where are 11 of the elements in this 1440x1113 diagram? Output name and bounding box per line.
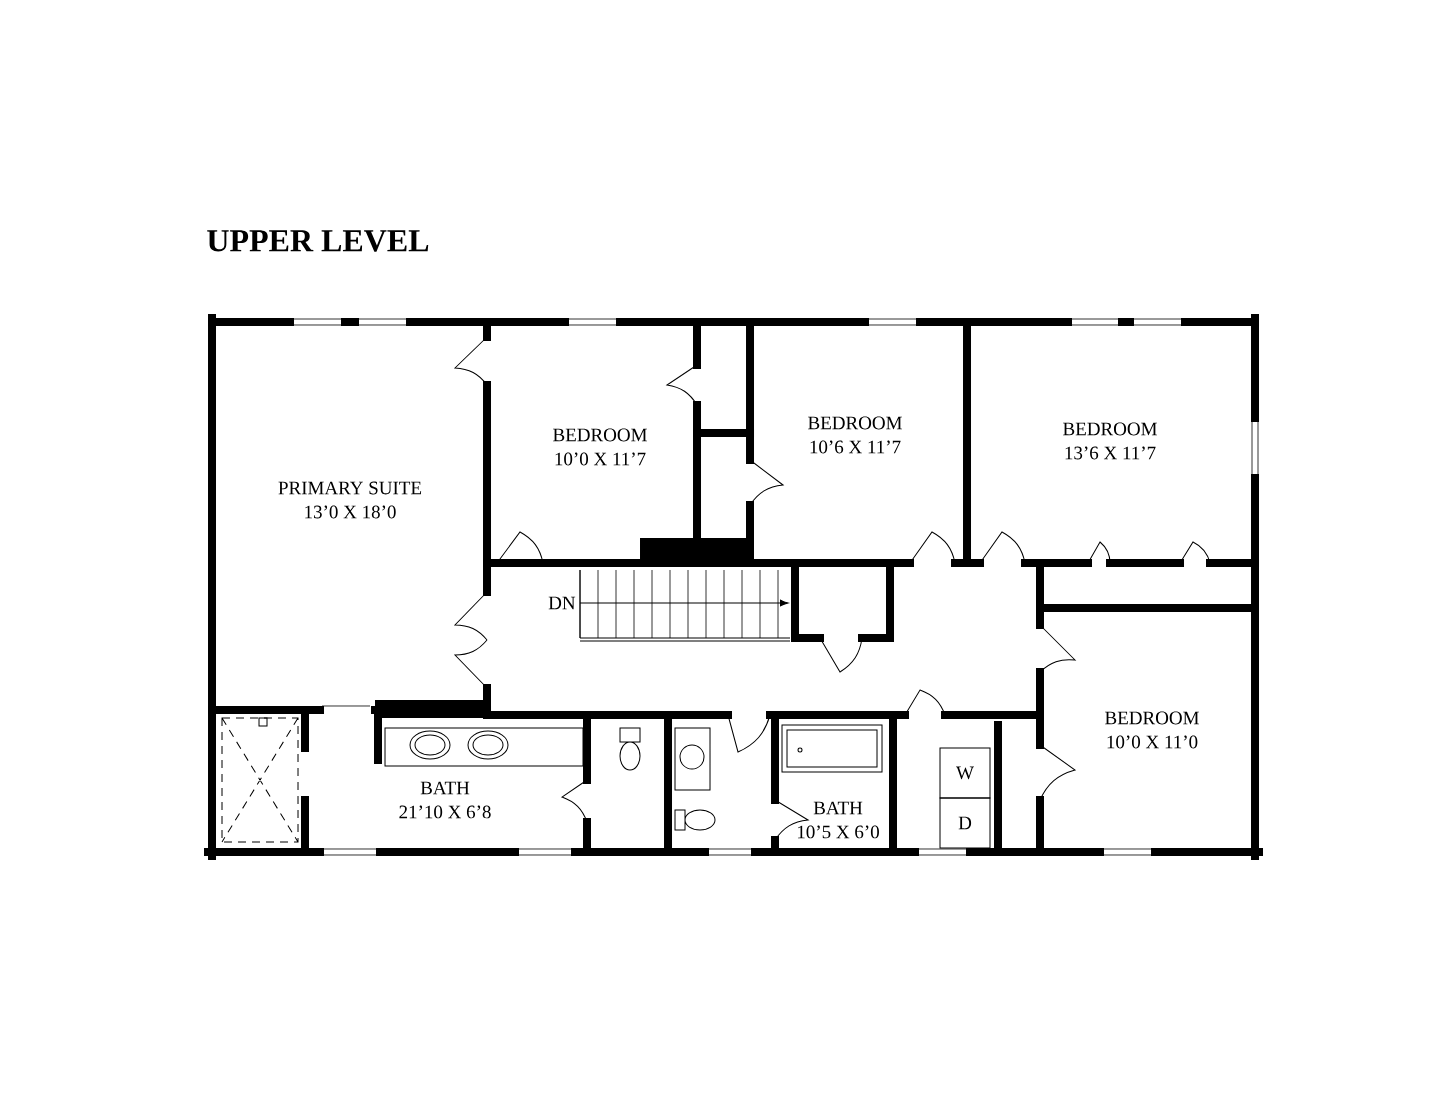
room-label: BEDROOM 13’6 X 11’7	[1063, 422, 1157, 460]
room-label: BEDROOM 10’0 X 11’7	[553, 428, 647, 466]
room-label: BEDROOM 10’0 X 11’0	[1105, 711, 1199, 749]
room-label: BATH 10’5 X 6’0	[798, 801, 879, 839]
stair-label: DN	[548, 596, 576, 610]
appliance-box: W	[939, 747, 991, 799]
room-label: BEDROOM 10’6 X 11’7	[808, 416, 902, 454]
room-label: PRIMARY SUITE 13’0 X 18’0	[278, 481, 422, 519]
room-label: BATH 21’10 X 6’8	[399, 781, 491, 819]
title: UPPER LEVEL	[207, 230, 429, 252]
appliance-box: D	[939, 797, 991, 849]
